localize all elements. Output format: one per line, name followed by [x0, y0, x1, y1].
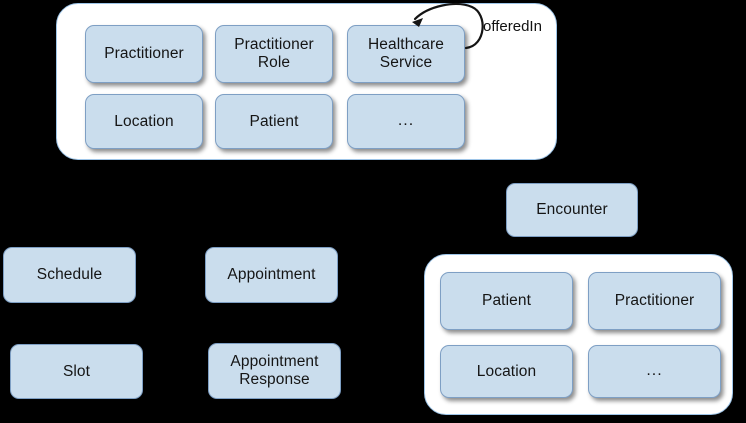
resource-label: Location [476, 362, 537, 380]
resource-label: Schedule [36, 266, 103, 284]
resource-label: Patient [482, 292, 531, 310]
resource-box-encounter[interactable]: Encounter [506, 183, 638, 237]
resource-label: Location [114, 112, 174, 130]
resource-box-patient[interactable]: Patient [215, 94, 333, 149]
resource-label: Patient [249, 112, 299, 130]
resource-label: Encounter [536, 201, 608, 219]
resource-box-encounter-location[interactable]: Location [440, 345, 573, 398]
resource-box-practitioner-role[interactable]: Practitioner Role [215, 25, 333, 83]
resource-box-encounter-practitioner[interactable]: Practitioner [588, 272, 721, 330]
resource-box-more[interactable]: ... [347, 94, 465, 149]
resource-label: ... [397, 112, 415, 130]
offered-in-label: offeredIn [483, 18, 542, 35]
resource-label: Appointment [227, 266, 316, 284]
resource-label: Practitioner [614, 292, 695, 310]
resource-label: ... [646, 362, 663, 380]
resource-box-location[interactable]: Location [85, 94, 203, 149]
resource-box-appointment-response[interactable]: Appointment Response [208, 343, 341, 399]
resource-box-appointment[interactable]: Appointment [205, 247, 338, 303]
resource-box-encounter-patient[interactable]: Patient [440, 272, 573, 330]
resource-label: Appointment Response [230, 353, 319, 388]
resource-box-schedule[interactable]: Schedule [3, 247, 136, 303]
resource-label: Healthcare Service [368, 36, 444, 71]
resource-label: Slot [62, 362, 91, 380]
resource-box-healthcare-service[interactable]: Healthcare Service [347, 25, 465, 83]
resource-box-encounter-more[interactable]: ... [588, 345, 721, 398]
resource-label: Practitioner Role [234, 36, 314, 71]
resource-label: Practitioner [104, 45, 184, 63]
resource-box-practitioner[interactable]: Practitioner [85, 25, 203, 83]
resource-box-slot[interactable]: Slot [10, 344, 143, 399]
